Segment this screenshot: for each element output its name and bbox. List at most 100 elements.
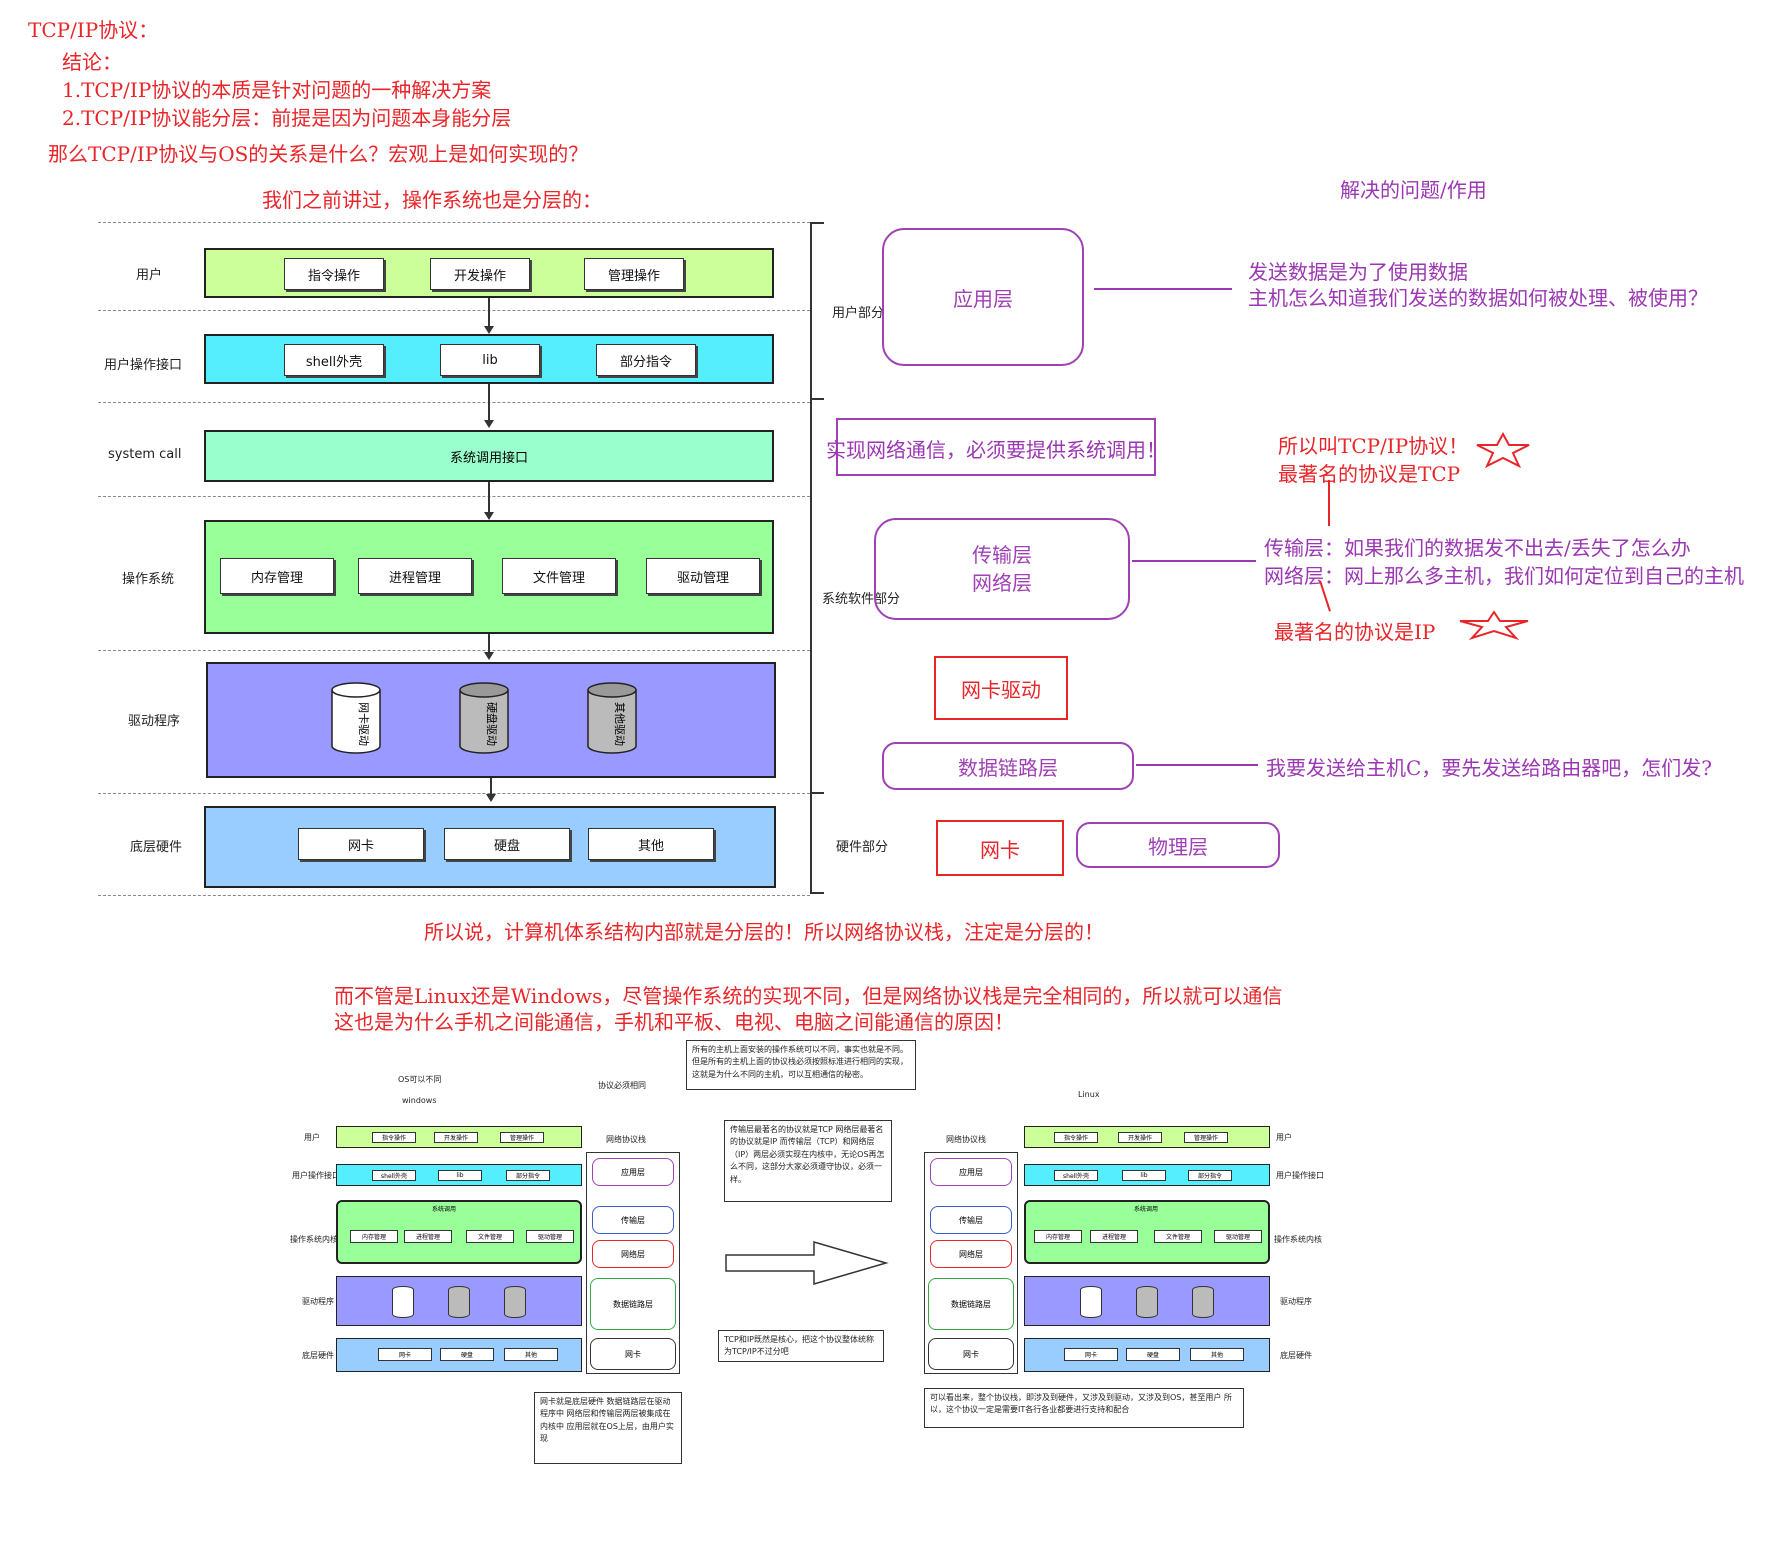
mini-cylinder	[504, 1286, 526, 1318]
disk-hw-button[interactable]: 硬盘	[444, 828, 570, 860]
file-mgmt-button[interactable]: 文件管理	[502, 558, 616, 594]
row-label-hardware: 底层硬件	[130, 840, 183, 855]
mini-row-user: 用户	[304, 1133, 320, 1142]
windows-label: windows	[402, 1096, 437, 1105]
app-explain-1: 发送数据是为了使用数据	[1248, 260, 1468, 284]
mini-datalink-layer: 数据链路层	[928, 1278, 1014, 1330]
ip-famous-text: 最著名的协议是IP	[1274, 620, 1436, 644]
mini-row-hw: 底层硬件	[302, 1351, 334, 1360]
mini-btn: 指令操作	[1054, 1132, 1098, 1143]
mini-network-layer: 网络层	[592, 1240, 674, 1268]
proto-same-label: 协议必须相同	[598, 1081, 646, 1090]
mini-btn: 指令操作	[372, 1132, 416, 1143]
mini-btn: 开发操作	[1118, 1132, 1162, 1143]
solve-title: 解决的问题/作用	[1340, 178, 1487, 202]
mini-row-iface-r: 用户操作接口	[1276, 1171, 1324, 1180]
nic-driver-box: 网卡驱动	[934, 656, 1068, 720]
conclusion-point-1: 1.TCP/IP协议的本质是针对问题的一种解决方案	[62, 78, 492, 102]
bracket-line	[810, 222, 812, 894]
nic-hw-button[interactable]: 网卡	[298, 828, 424, 860]
mini-stack-frame	[586, 1152, 680, 1374]
memory-mgmt-button[interactable]: 内存管理	[220, 558, 334, 594]
flow-arrow	[484, 482, 494, 520]
datalink-question: 我要发送给主机C，要先发送给路由器吧，怎们发?	[1266, 756, 1713, 780]
tcpip-name-text: 所以叫TCP/IP协议！	[1278, 434, 1469, 458]
mini-nic-layer: 网卡	[590, 1338, 676, 1370]
mini-btn: 文件管理	[1154, 1230, 1202, 1243]
driver-mgmt-button[interactable]: 驱动管理	[646, 558, 760, 594]
linux-label: Linux	[1078, 1090, 1100, 1099]
connector-line	[1136, 764, 1258, 766]
flow-arrow	[484, 384, 494, 428]
mini-syscall: 系统调用	[1134, 1206, 1159, 1213]
mini-btn: 其他	[1190, 1348, 1244, 1361]
mini-app-layer: 应用层	[592, 1158, 674, 1186]
flow-arrow	[484, 634, 494, 660]
tcp-famous-text: 最著名的协议是TCP	[1278, 462, 1461, 486]
command-op-button[interactable]: 指令操作	[284, 258, 384, 290]
mini-nic-layer: 网卡	[928, 1338, 1014, 1370]
mini-btn: 硬盘	[440, 1348, 494, 1361]
mini-stack-frame	[924, 1152, 1018, 1374]
divider	[98, 895, 810, 896]
divider	[98, 310, 810, 311]
mini-btn: 网卡	[1064, 1348, 1118, 1361]
mini-btn: shell外壳	[372, 1170, 416, 1181]
connector-line	[1094, 288, 1232, 290]
mini-row-driver: 驱动程序	[302, 1297, 334, 1306]
lib-button[interactable]: lib	[440, 344, 540, 376]
syscall-note: 实现网络通信，必须要提供系统调用！	[826, 438, 1166, 462]
bracket-tick	[810, 398, 824, 400]
network-question: 网络层：网上那么多主机，我们如何定位到自己的主机	[1264, 564, 1744, 588]
network-layer-label: 网络层	[972, 571, 1032, 595]
divider	[98, 496, 810, 497]
other-driver-label: 其他驱动	[613, 702, 626, 746]
process-mgmt-button[interactable]: 进程管理	[358, 558, 472, 594]
mini-btn: 驱动管理	[1214, 1230, 1262, 1243]
physical-layer-box: 物理层	[1076, 822, 1280, 868]
mini-cylinder	[392, 1286, 414, 1318]
admin-op-button[interactable]: 管理操作	[584, 258, 684, 290]
row-label-user: 用户	[136, 268, 163, 283]
mini-row-hw-r: 底层硬件	[1280, 1351, 1312, 1360]
mini-btn: lib	[438, 1170, 482, 1181]
note-bottom-right: 可以看出来，整个协议栈，即涉及到硬件，又涉及到驱动，又涉及到OS，甚至用户 所以…	[924, 1388, 1244, 1428]
mini-row-iface: 用户操作接口	[292, 1171, 340, 1180]
cross-os-statement: 而不管是Linux还是Windows，尽管操作系统的实现不同，但是网络协议栈是完…	[334, 984, 1283, 1008]
layered-conclusion: 所以说，计算机体系结构内部就是分层的！所以网络协议栈，注定是分层的！	[424, 920, 1104, 944]
mini-btn: 进程管理	[1090, 1230, 1138, 1243]
bracket-tick	[810, 892, 824, 894]
transport-question: 传输层：如果我们的数据发不出去/丢失了怎么办	[1264, 536, 1691, 560]
mini-btn: 网卡	[378, 1348, 432, 1361]
nic-driver-label: 网卡驱动	[357, 702, 370, 746]
mini-btn: 管理操作	[500, 1132, 544, 1143]
partial-command-button[interactable]: 部分指令	[596, 344, 696, 376]
mini-row-user-r: 用户	[1276, 1133, 1292, 1142]
note-bottom-left: 网卡就是底层硬件 数据链路层在驱动程序中 网络层和传输层两层被集成在内核中 应用…	[534, 1392, 682, 1464]
mini-stack-label-2: 网络协议栈	[946, 1135, 986, 1144]
syscall-layer: 系统调用接口	[204, 430, 774, 482]
shell-button[interactable]: shell外壳	[284, 344, 384, 376]
other-hw-button[interactable]: 其他	[588, 828, 714, 860]
mini-cylinder	[1080, 1286, 1102, 1318]
mini-row-os: 操作系统内核	[290, 1235, 338, 1244]
mini-btn: 部分指令	[1188, 1170, 1232, 1181]
mini-stack-label: 网络协议栈	[606, 1135, 646, 1144]
relation-question: 那么TCP/IP协议与OS的关系是什么？宏观上是如何实现的？	[48, 142, 589, 166]
note-tcpip: TCP和IP既然是核心，把这个协议整体统称为TCP/IP不过分吧	[718, 1330, 884, 1362]
red-connector	[1328, 480, 1330, 526]
flow-arrow	[484, 298, 494, 334]
connector-line	[1132, 560, 1256, 562]
datalink-layer-box: 数据链路层	[882, 742, 1134, 790]
row-label-os: 操作系统	[122, 572, 175, 587]
nic-box: 网卡	[936, 820, 1064, 876]
row-label-syscall: system call	[108, 447, 182, 462]
other-driver-cylinder: 其他驱动	[587, 682, 637, 754]
conclusion-label: 结论：	[62, 50, 122, 74]
mini-cylinder	[448, 1286, 470, 1318]
mini-cylinder	[1192, 1286, 1214, 1318]
mini-datalink-layer: 数据链路层	[590, 1278, 676, 1330]
mini-btn: shell外壳	[1054, 1170, 1098, 1181]
note-mid: 传输层最著名的协议就是TCP 网络层最著名的协议就是IP 而传输层（TCP）和网…	[724, 1120, 892, 1202]
dev-op-button[interactable]: 开发操作	[430, 258, 530, 290]
